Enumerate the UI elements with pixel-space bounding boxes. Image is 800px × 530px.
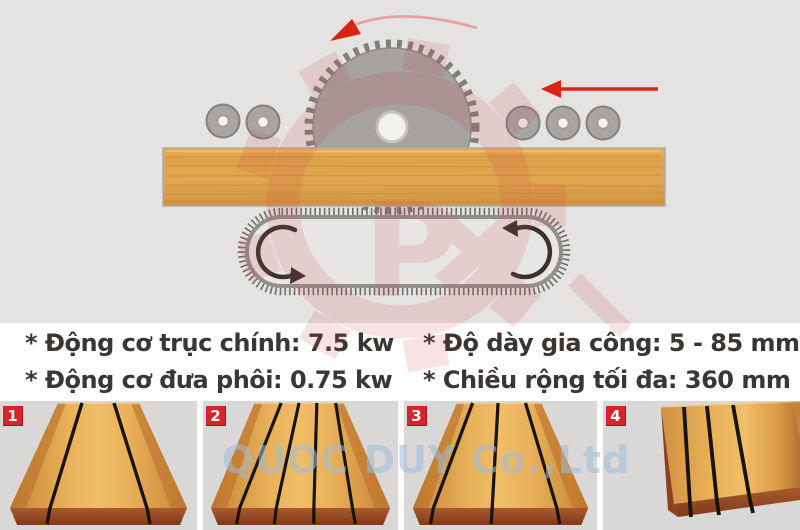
- feed-direction-arrow-icon: [541, 80, 658, 98]
- sample-panel-4: 4: [603, 401, 800, 530]
- saw-blade-arbor-hole: [375, 110, 409, 144]
- track-rotation-arrow-left-icon: [255, 224, 306, 284]
- roller: [545, 105, 581, 141]
- machine-diagram-canvas: [162, 15, 666, 296]
- chain-band: [245, 215, 563, 288]
- cut-sample-gallery: 1: [0, 401, 800, 530]
- spec-column-left: * Động cơ trục chính: 7.5 kw * Động cơ đ…: [25, 325, 423, 399]
- spec-main-motor: * Động cơ trục chính: 7.5 kw: [25, 329, 394, 357]
- roller: [205, 103, 241, 139]
- rotation-arrow-icon: [330, 15, 478, 41]
- saw-blade-teeth: [304, 39, 480, 215]
- sample-panel-2: 2: [203, 401, 398, 530]
- wood-grain: [165, 155, 663, 203]
- panel-number-badge: 2: [206, 406, 226, 426]
- chain-track: [237, 207, 571, 296]
- feed-rollers: [205, 103, 621, 141]
- roller: [245, 104, 281, 140]
- roller: [585, 105, 621, 141]
- panel-number-badge: 1: [3, 406, 23, 426]
- board-closeup-3-cuts: [660, 401, 800, 518]
- board-4-cuts: [210, 402, 391, 525]
- track-rotation-arrow-right-icon: [502, 220, 553, 280]
- panel-number-badge: 4: [606, 406, 626, 426]
- board-3-cuts: [412, 402, 589, 525]
- spec-feed-motor: * Động cơ đưa phôi: 0.75 kw: [25, 366, 393, 394]
- spec-list: * Động cơ trục chính: 7.5 kw * Động cơ đ…: [0, 323, 800, 401]
- sample-panel-1: 1: [0, 401, 197, 530]
- spec-thickness: * Độ dày gia công: 5 - 85 mm: [423, 329, 800, 357]
- roller: [505, 105, 541, 141]
- sample-panel-3: 3: [404, 401, 597, 530]
- board-2-cuts: [10, 402, 187, 525]
- wood-plank: [162, 147, 666, 207]
- spec-max-width: * Chiều rộng tối đa: 360 mm: [423, 366, 791, 394]
- panel-number-badge: 3: [407, 406, 427, 426]
- machine-diagram: [0, 0, 800, 323]
- spec-column-right: * Độ dày gia công: 5 - 85 mm * Chiều rộn…: [423, 325, 800, 399]
